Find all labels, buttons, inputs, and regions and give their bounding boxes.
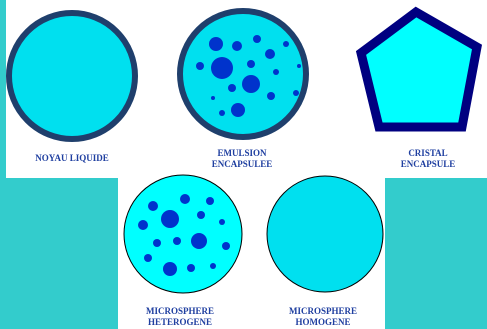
droplet [153,239,161,247]
label-line: MICROSPHERE [120,306,240,317]
droplet [247,60,255,68]
homogeneous-microsphere [267,176,383,292]
label-cristal-encapsule: CRISTAL ENCAPSULE [375,148,481,170]
label-line: ENCAPSULEE [180,159,304,170]
label-line: MICROSPHERE [263,306,383,317]
droplet [161,210,179,228]
droplet [209,37,223,51]
droplet [163,262,177,276]
droplet [173,237,181,245]
crystal-capsule [361,12,477,127]
label-line: HETEROGENE [120,317,240,328]
droplet [273,69,279,75]
droplet [196,62,204,70]
label-microsphere-homogene: MICROSPHERE HOMOGENE [263,306,383,328]
droplet [253,35,261,43]
droplet [297,64,301,68]
emulsion-capsule [180,11,306,137]
droplet [197,211,205,219]
droplet [222,242,230,250]
droplet [283,41,289,47]
label-microsphere-heterogene: MICROSPHERE HETEROGENE [120,306,240,328]
droplet [206,197,214,205]
droplet [211,96,215,100]
label-line: ENCAPSULE [375,159,481,170]
droplet [210,263,216,269]
droplet [232,41,242,51]
droplet [148,201,158,211]
droplet [211,57,233,79]
droplet [267,92,275,100]
droplet [138,220,148,230]
droplet [265,49,275,59]
droplet [219,110,225,116]
droplet [242,75,260,93]
droplet [191,233,207,249]
label-noyau-liquide: NOYAU LIQUIDE [4,153,140,164]
liquid-core-capsule [9,13,135,139]
droplet [293,90,299,96]
label-emulsion-encapsulee: EMULSION ENCAPSULEE [180,148,304,170]
droplet [187,264,195,272]
droplet [219,219,225,225]
droplet [180,194,190,204]
label-line: HOMOGENE [263,317,383,328]
label-line: NOYAU LIQUIDE [4,153,140,164]
label-line: EMULSION [180,148,304,159]
droplet [231,103,245,117]
heterogeneous-microsphere [124,175,242,293]
label-line: CRISTAL [375,148,481,159]
droplet [144,254,152,262]
droplet [228,84,236,92]
